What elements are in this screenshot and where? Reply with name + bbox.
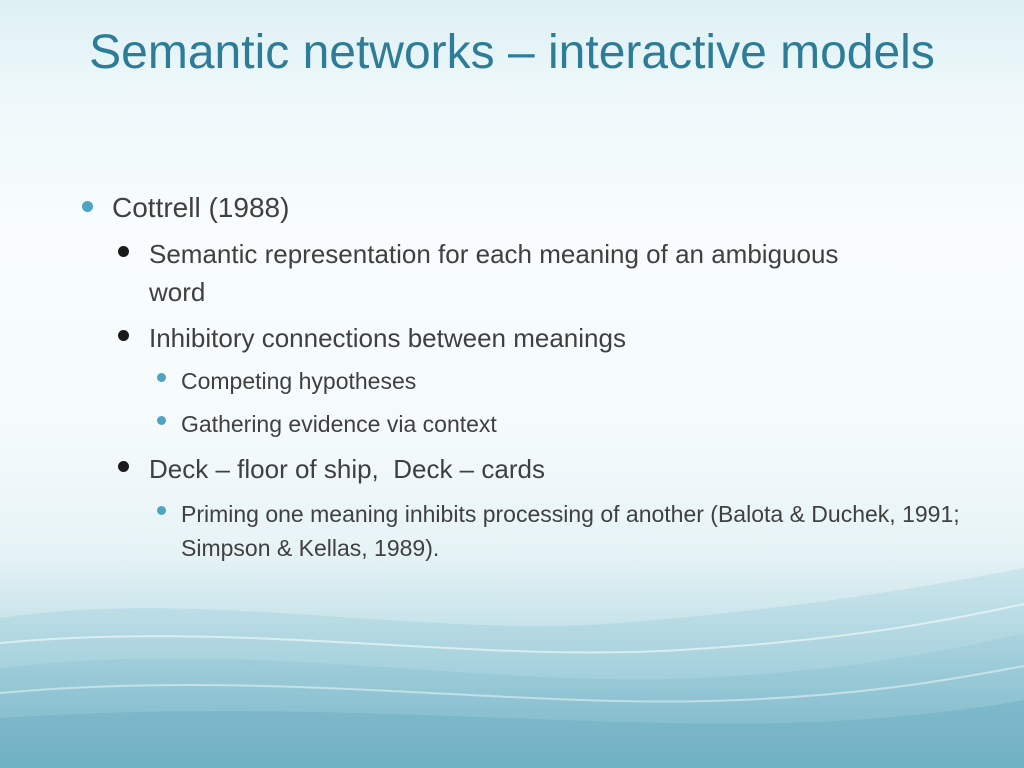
bullet-item: Competing hypotheses	[157, 364, 961, 398]
bullet-item: Priming one meaning inhibits processing …	[157, 497, 981, 565]
bullet-text: Competing hypotheses	[181, 368, 417, 394]
bullet-item: Cottrell (1988)	[82, 191, 972, 225]
background-waves	[0, 568, 1024, 768]
bullet-text: Deck – floor of ship, Deck – cards	[149, 454, 545, 484]
bullet-marker-icon	[157, 373, 166, 382]
slide-title: Semantic networks – interactive models	[89, 26, 935, 79]
bullet-item: Semantic representation for each meaning…	[118, 235, 849, 311]
bullet-text: Semantic representation for each meaning…	[149, 239, 839, 307]
bullet-marker-icon	[82, 201, 93, 212]
bullet-marker-icon	[118, 461, 129, 472]
bullet-item: Deck – floor of ship, Deck – cards	[118, 450, 969, 488]
bullet-text: Cottrell (1988)	[112, 192, 290, 223]
bullet-item: Inhibitory connections between meanings	[118, 319, 969, 357]
bullet-marker-icon	[157, 416, 166, 425]
bullet-text: Inhibitory connections between meanings	[149, 323, 626, 353]
bullet-text: Gathering evidence via context	[181, 411, 497, 437]
bullet-marker-icon	[157, 506, 166, 515]
bullet-marker-icon	[118, 330, 129, 341]
bullet-text: Priming one meaning inhibits processing …	[181, 501, 960, 561]
bullet-marker-icon	[118, 246, 129, 257]
bullet-item: Gathering evidence via context	[157, 407, 961, 441]
